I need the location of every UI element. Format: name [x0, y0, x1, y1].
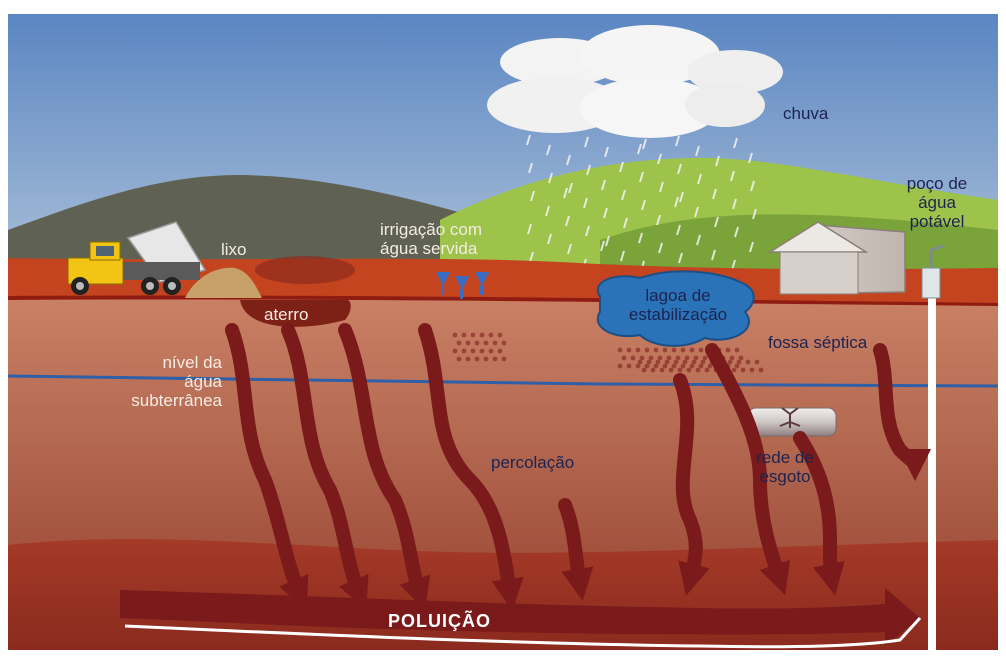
contamination-dot — [699, 348, 704, 353]
contamination-dot — [665, 360, 670, 365]
pond-label-line1: lagoa de — [608, 286, 748, 305]
contamination-dot — [489, 333, 494, 338]
contamination-dot — [622, 356, 627, 361]
contamination-dot — [475, 341, 480, 346]
contamination-dot — [755, 360, 760, 365]
contamination-dot — [645, 348, 650, 353]
contamination-dot — [502, 357, 507, 362]
contamination-dot — [457, 357, 462, 362]
sewer-label-line2: esgoto — [740, 467, 830, 486]
contamination-dot — [466, 357, 471, 362]
contamination-dot — [475, 357, 480, 362]
contamination-dot — [656, 360, 661, 365]
contamination-dot — [726, 348, 731, 353]
contamination-dot — [759, 368, 764, 373]
contamination-dot — [696, 368, 701, 373]
pond-label-line2: estabilização — [608, 305, 748, 324]
contamination-dot — [660, 368, 665, 373]
contamination-dot — [462, 333, 467, 338]
contamination-dot — [705, 368, 710, 373]
contamination-dot — [678, 368, 683, 373]
contamination-dot — [618, 364, 623, 369]
irrigation-drips — [436, 272, 489, 299]
contamination-dot — [741, 368, 746, 373]
contamination-dot — [462, 349, 467, 354]
contamination-dot — [701, 360, 706, 365]
drinking-well-label-line2: água — [892, 193, 982, 212]
contamination-dot — [690, 348, 695, 353]
contamination-dot — [669, 368, 674, 373]
contamination-dot — [735, 348, 740, 353]
irrigation-label: irrigação com água servida — [380, 220, 482, 258]
water-table-label: nível da água subterrânea — [92, 353, 222, 410]
contamination-dot — [627, 348, 632, 353]
contamination-dot — [746, 360, 751, 365]
contamination-dot — [493, 357, 498, 362]
contamination-dot — [453, 349, 458, 354]
water-table-label-line2: água — [92, 372, 222, 391]
pollution-label: POLUIÇÃO — [388, 612, 491, 631]
pond-label: lagoa de estabilização — [608, 286, 748, 324]
contamination-dot — [647, 360, 652, 365]
water-table-label-line1: nível da — [92, 353, 222, 372]
contamination-dot — [692, 360, 697, 365]
contamination-dot — [737, 360, 742, 365]
contamination-dot — [627, 364, 632, 369]
contamination-dot — [732, 368, 737, 373]
septic-tank-label: fossa séptica — [768, 333, 867, 352]
well-pipe — [928, 275, 936, 655]
garbage-label: lixo — [221, 240, 247, 259]
contamination-dot — [672, 348, 677, 353]
contamination-dot — [683, 360, 688, 365]
contamination-dot — [489, 349, 494, 354]
contamination-dot — [674, 360, 679, 365]
contamination-dot — [651, 368, 656, 373]
contamination-dot — [654, 348, 659, 353]
contamination-dot — [498, 349, 503, 354]
drinking-well-label-line1: poço de — [892, 174, 982, 193]
sewer-label: rede de esgoto — [740, 448, 830, 486]
landfill-mound — [255, 256, 355, 284]
contamination-dot — [728, 360, 733, 365]
rain-label: chuva — [783, 104, 828, 123]
contamination-dot — [631, 356, 636, 361]
contamination-dot — [484, 341, 489, 346]
landfill-label: aterro — [264, 305, 308, 324]
water-table-label-line3: subterrânea — [92, 391, 222, 410]
contamination-dot — [663, 348, 668, 353]
contamination-dot — [502, 341, 507, 346]
irrigation-label-line2: água servida — [380, 239, 482, 258]
sewer-pipe — [748, 408, 836, 436]
contamination-dot — [618, 348, 623, 353]
contamination-dot — [498, 333, 503, 338]
contamination-dot — [480, 349, 485, 354]
contamination-dot — [681, 348, 686, 353]
contamination-dot — [642, 368, 647, 373]
irrigation-label-line1: irrigação com — [380, 220, 482, 239]
drinking-well-label-line3: potável — [892, 212, 982, 231]
contamination-dot — [484, 357, 489, 362]
contamination-dot — [471, 349, 476, 354]
contamination-dot — [750, 368, 755, 373]
percolation-label: percolação — [491, 453, 574, 472]
contamination-dot — [638, 360, 643, 365]
contamination-dot — [687, 368, 692, 373]
drinking-well-label: poço de água potável — [892, 174, 982, 231]
contamination-dot — [471, 333, 476, 338]
contamination-dot — [493, 341, 498, 346]
contamination-dot — [466, 341, 471, 346]
contamination-dot — [636, 348, 641, 353]
contamination-dot — [457, 341, 462, 346]
sewer-label-line1: rede de — [740, 448, 830, 467]
contamination-dot — [480, 333, 485, 338]
contamination-dot — [453, 333, 458, 338]
